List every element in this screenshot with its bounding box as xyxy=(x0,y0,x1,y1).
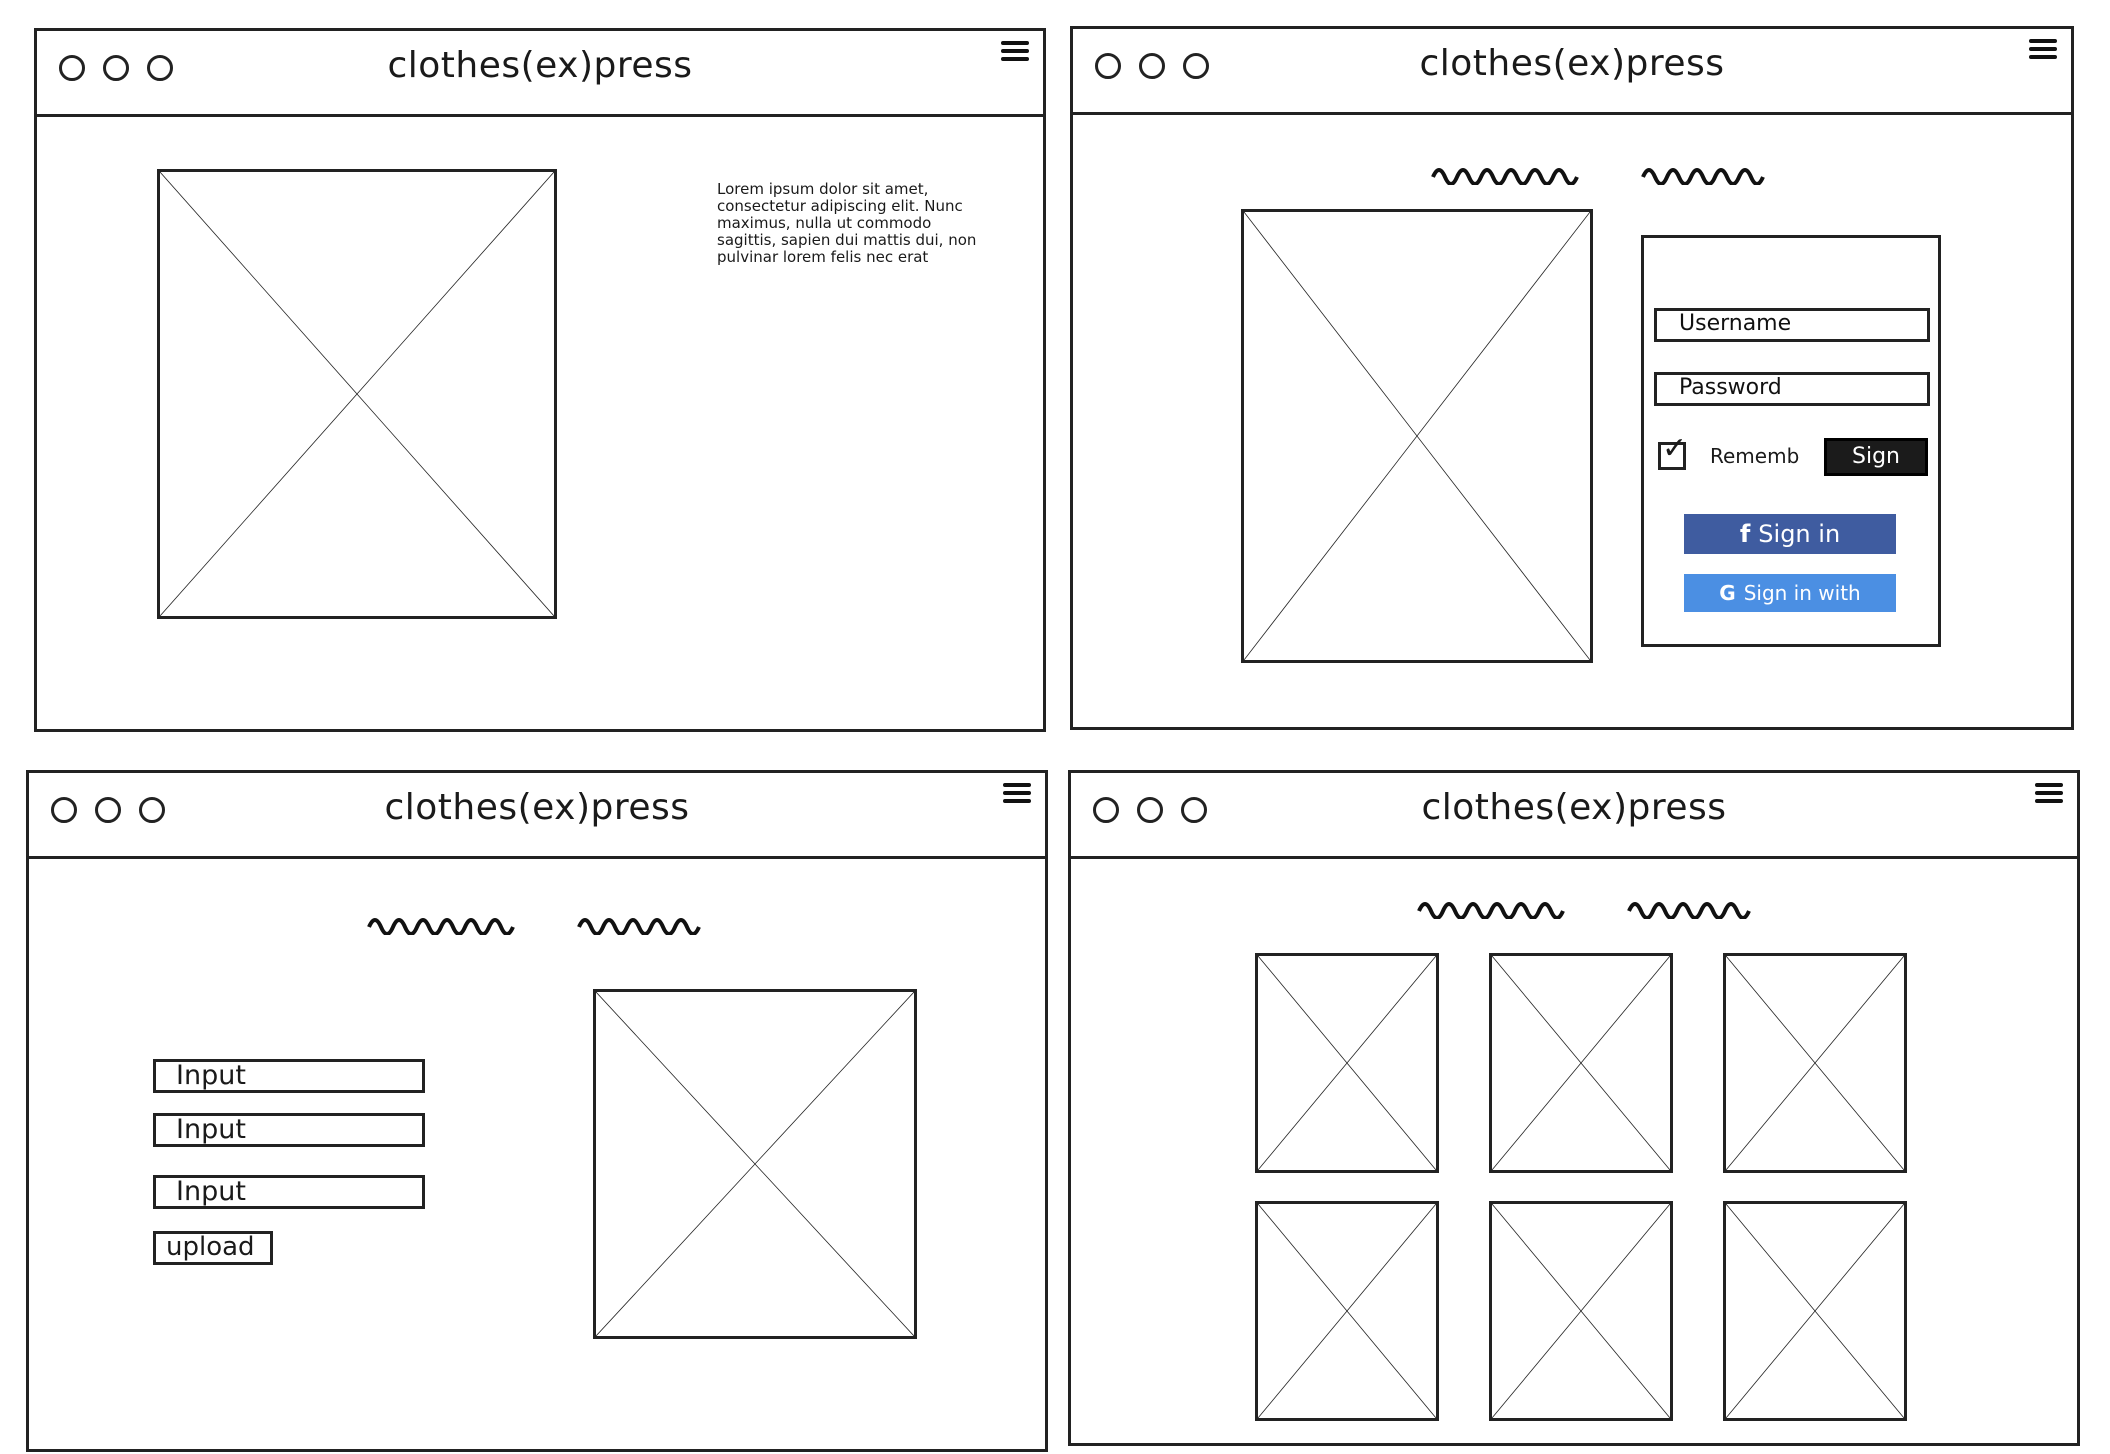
window-controls xyxy=(1093,797,1207,823)
window-title: clothes(ex)press xyxy=(1419,43,1725,84)
window-upload: clothes(ex)press Input Input Input uploa… xyxy=(26,770,1048,1452)
username-field[interactable]: Username xyxy=(1654,308,1930,342)
remember-checkbox[interactable]: ✓ xyxy=(1658,431,1687,470)
facebook-icon: f xyxy=(1739,520,1751,548)
window-product-detail: clothes(ex)press Lorem ipsum dolor sit a… xyxy=(34,28,1046,732)
hamburger-menu-icon[interactable] xyxy=(2035,783,2063,811)
window-titlebar: clothes(ex)press xyxy=(1073,29,2071,115)
gallery-image-placeholder-icon[interactable] xyxy=(1255,1201,1439,1421)
google-icon: G xyxy=(1719,581,1736,605)
heading-squiggle xyxy=(1417,902,1751,919)
window-titlebar: clothes(ex)press xyxy=(37,31,1043,117)
window-dot-icon[interactable] xyxy=(59,55,85,81)
window-dot-icon[interactable] xyxy=(147,55,173,81)
window-dot-icon[interactable] xyxy=(1095,53,1121,79)
facebook-signin-label: Sign in xyxy=(1758,520,1841,548)
window-dot-icon[interactable] xyxy=(1181,797,1207,823)
gallery-image-placeholder-icon[interactable] xyxy=(1255,953,1439,1173)
window-dot-icon[interactable] xyxy=(1093,797,1119,823)
password-field[interactable]: Password xyxy=(1654,372,1930,406)
window-dot-icon[interactable] xyxy=(1183,53,1209,79)
window-dot-icon[interactable] xyxy=(95,797,121,823)
hamburger-menu-icon[interactable] xyxy=(2029,39,2057,67)
image-placeholder-icon xyxy=(593,989,917,1339)
window-title: clothes(ex)press xyxy=(387,45,693,86)
window-dot-icon[interactable] xyxy=(1137,797,1163,823)
image-placeholder-icon xyxy=(157,169,557,619)
gallery-image-placeholder-icon[interactable] xyxy=(1723,953,1907,1173)
window-dot-icon[interactable] xyxy=(51,797,77,823)
window-gallery: clothes(ex)press xyxy=(1068,770,2080,1446)
input-field[interactable]: Input xyxy=(153,1113,425,1147)
heading-squiggle xyxy=(1431,168,1765,185)
window-title: clothes(ex)press xyxy=(384,787,690,828)
window-controls xyxy=(51,797,165,823)
input-field[interactable]: Input xyxy=(153,1175,425,1209)
window-title: clothes(ex)press xyxy=(1421,787,1727,828)
window-controls xyxy=(1095,53,1209,79)
window-login: clothes(ex)press Username Password ✓ Rem… xyxy=(1070,26,2074,730)
window-titlebar: clothes(ex)press xyxy=(1071,773,2077,859)
google-signin-button[interactable]: G Sign in with xyxy=(1684,574,1896,612)
input-field[interactable]: Input xyxy=(153,1059,425,1093)
checkbox-checked-icon: ✓ xyxy=(1662,431,1688,466)
heading-squiggle xyxy=(367,918,701,935)
window-dot-icon[interactable] xyxy=(103,55,129,81)
gallery-image-placeholder-icon[interactable] xyxy=(1723,1201,1907,1421)
gallery-image-placeholder-icon[interactable] xyxy=(1489,953,1673,1173)
product-description: Lorem ipsum dolor sit amet, consectetur … xyxy=(717,180,977,266)
hamburger-menu-icon[interactable] xyxy=(1001,41,1029,69)
image-placeholder-icon xyxy=(1241,209,1593,663)
upload-button[interactable]: upload xyxy=(153,1231,273,1265)
window-controls xyxy=(59,55,173,81)
sign-button[interactable]: Sign xyxy=(1824,438,1928,476)
remember-label: Rememb xyxy=(1710,444,1800,468)
gallery-image-placeholder-icon[interactable] xyxy=(1489,1201,1673,1421)
hamburger-menu-icon[interactable] xyxy=(1003,783,1031,811)
window-dot-icon[interactable] xyxy=(1139,53,1165,79)
window-dot-icon[interactable] xyxy=(139,797,165,823)
google-signin-label: Sign in with xyxy=(1743,581,1861,605)
window-titlebar: clothes(ex)press xyxy=(29,773,1045,859)
